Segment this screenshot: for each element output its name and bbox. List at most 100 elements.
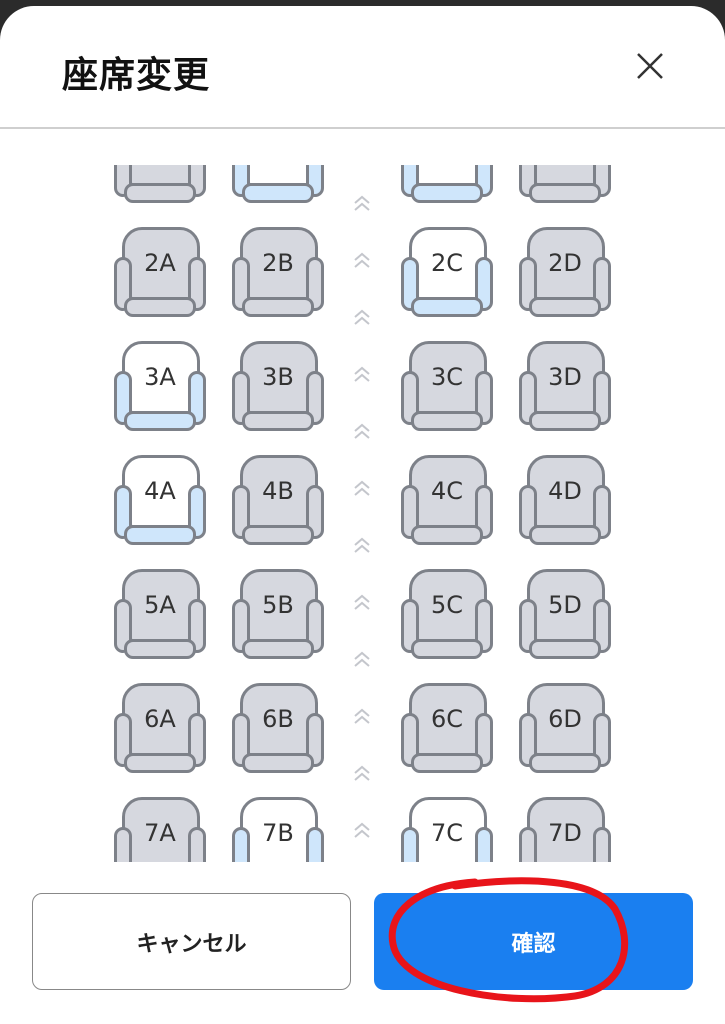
seat-label: 5B: [262, 591, 294, 619]
seat-armrest: [593, 485, 611, 539]
seat-cushion: [411, 183, 483, 203]
seat-label: 3B: [262, 363, 294, 391]
seat-6d[interactable]: 6D: [519, 683, 611, 775]
seat-armrest: [593, 713, 611, 767]
double-chevron-up-icon: [352, 422, 372, 442]
seat-7b[interactable]: 7B: [232, 797, 324, 862]
seat-cushion: [242, 297, 314, 317]
seat-armrest: [519, 827, 537, 862]
seat-5c[interactable]: 5C: [401, 569, 493, 661]
seat-1a[interactable]: 1A: [114, 165, 206, 205]
seat-6c[interactable]: 6C: [401, 683, 493, 775]
double-chevron-up-icon: [352, 365, 372, 385]
seat-armrest: [306, 485, 324, 539]
seat-5a[interactable]: 5A: [114, 569, 206, 661]
seat-7a[interactable]: 7A: [114, 797, 206, 862]
seat-5d[interactable]: 5D: [519, 569, 611, 661]
double-chevron-up-icon: [352, 536, 372, 556]
seat-7c[interactable]: 7C: [401, 797, 493, 862]
seat-3d[interactable]: 3D: [519, 341, 611, 433]
seat-armrest: [593, 371, 611, 425]
seat-cushion: [529, 297, 601, 317]
seat-cushion: [242, 183, 314, 203]
cancel-button[interactable]: キャンセル: [32, 893, 351, 990]
seat-label: 4B: [262, 477, 294, 505]
seat-cushion: [411, 411, 483, 431]
seat-armrest: [306, 599, 324, 653]
seat-1c[interactable]: 1C: [401, 165, 493, 205]
seat-cushion: [411, 753, 483, 773]
seat-label: 3D: [548, 363, 582, 391]
confirm-button[interactable]: 確認: [374, 893, 693, 990]
seat-4b[interactable]: 4B: [232, 455, 324, 547]
double-chevron-up-icon: [352, 251, 372, 271]
close-icon: [637, 53, 663, 79]
double-chevron-up-icon: [352, 194, 372, 214]
seat-armrest: [593, 257, 611, 311]
seat-label: 4A: [144, 477, 176, 505]
seat-label: 3A: [144, 363, 176, 391]
seat-cushion: [411, 297, 483, 317]
seat-label: 6D: [548, 705, 582, 733]
seat-armrest: [188, 371, 206, 425]
seat-label: 6A: [144, 705, 176, 733]
seat-armrest: [188, 713, 206, 767]
seat-armrest: [306, 371, 324, 425]
double-chevron-up-icon: [352, 593, 372, 613]
seat-cushion: [529, 753, 601, 773]
seat-cushion: [124, 525, 196, 545]
seat-armrest: [475, 599, 493, 653]
seat-label: 5C: [430, 591, 464, 619]
seat-cushion: [529, 639, 601, 659]
seat-label: 2A: [144, 249, 176, 277]
seat-cushion: [124, 753, 196, 773]
dialog-footer: キャンセル 確認: [0, 862, 725, 1024]
seat-label: 6B: [262, 705, 294, 733]
seat-cushion: [242, 753, 314, 773]
seat-cushion: [242, 411, 314, 431]
seat-map[interactable]: 1A 1B 1C 1D 2A 2B 2C 2D 3A 3B 3C 3D 4A 4B 4C 4D 5A 5B 5C 5D…: [0, 165, 725, 862]
double-chevron-up-icon: [352, 650, 372, 670]
seat-cushion: [124, 411, 196, 431]
seat-2d[interactable]: 2D: [519, 227, 611, 319]
seat-label: 2B: [262, 249, 294, 277]
seat-armrest: [475, 371, 493, 425]
seat-armrest: [401, 827, 419, 862]
seat-4c[interactable]: 4C: [401, 455, 493, 547]
seat-1d[interactable]: 1D: [519, 165, 611, 205]
seat-3a[interactable]: 3A: [114, 341, 206, 433]
seat-back: [409, 227, 487, 303]
seat-armrest: [593, 599, 611, 653]
seat-5b[interactable]: 5B: [232, 569, 324, 661]
seat-armrest: [475, 257, 493, 311]
seat-6a[interactable]: 6A: [114, 683, 206, 775]
seat-1b[interactable]: 1B: [232, 165, 324, 205]
seat-armrest: [306, 257, 324, 311]
seat-label: 2D: [548, 249, 582, 277]
seat-3c[interactable]: 3C: [401, 341, 493, 433]
seat-armrest: [306, 827, 324, 862]
seat-label: 7A: [144, 819, 176, 847]
seat-3b[interactable]: 3B: [232, 341, 324, 433]
seat-armrest: [475, 713, 493, 767]
seat-7d[interactable]: 7D: [519, 797, 611, 862]
double-chevron-up-icon: [352, 764, 372, 784]
close-button[interactable]: [630, 46, 670, 86]
dialog-title: 座席変更: [62, 55, 211, 96]
seat-4a[interactable]: 4A: [114, 455, 206, 547]
seat-armrest: [114, 827, 132, 862]
seat-4d[interactable]: 4D: [519, 455, 611, 547]
seat-cushion: [529, 411, 601, 431]
double-chevron-up-icon: [352, 821, 372, 841]
seat-2c[interactable]: 2C: [401, 227, 493, 319]
seat-armrest: [188, 485, 206, 539]
seat-label: 4C: [430, 477, 464, 505]
seat-label: 4D: [548, 477, 582, 505]
seat-label: 5D: [548, 591, 582, 619]
seat-2a[interactable]: 2A: [114, 227, 206, 319]
seat-cushion: [124, 639, 196, 659]
seat-armrest: [306, 713, 324, 767]
seat-label: 7C: [430, 819, 464, 847]
seat-2b[interactable]: 2B: [232, 227, 324, 319]
seat-6b[interactable]: 6B: [232, 683, 324, 775]
